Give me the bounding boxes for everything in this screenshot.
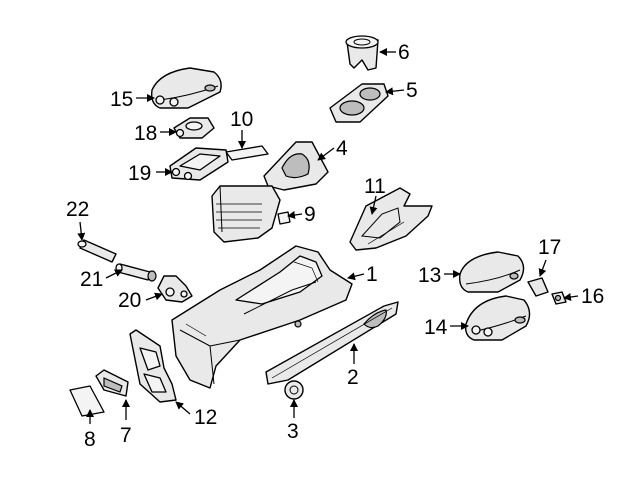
- part-20-latch-bracket: [157, 275, 193, 303]
- part-10-pad: [225, 145, 269, 161]
- part-21-pin: [115, 263, 157, 282]
- callout-20: 20: [118, 289, 141, 312]
- part-3-round-cap: [284, 380, 304, 400]
- callout-6: 6: [398, 41, 410, 64]
- callout-14: 14: [424, 316, 448, 339]
- leader-4: [317, 147, 335, 161]
- part-8-blank-plate: [69, 385, 105, 417]
- callout-16: 16: [581, 285, 604, 308]
- part-11-trim-panel: [349, 187, 433, 251]
- callout-11: 11: [364, 175, 386, 198]
- callout-13: 13: [418, 264, 441, 287]
- callout-4: 4: [336, 137, 348, 160]
- callout-21: 21: [80, 268, 103, 291]
- part-17-clip: [527, 277, 549, 297]
- part-6-cup-insert: [345, 35, 379, 71]
- callout-15: 15: [110, 88, 133, 111]
- part-1-console-housing: [171, 245, 353, 389]
- part-18-hinge-bracket: [173, 117, 215, 139]
- part-2-side-trim: [265, 301, 399, 385]
- callout-22: 22: [66, 198, 89, 221]
- leader-12: [175, 401, 191, 415]
- callout-1: 1: [366, 263, 378, 286]
- part-14-armrest-lower: [464, 295, 531, 341]
- callout-10: 10: [230, 108, 253, 131]
- leader-5: [385, 87, 405, 96]
- part-12-front-trim: [129, 329, 177, 403]
- callout-18: 18: [134, 122, 157, 145]
- leader-22: [77, 221, 86, 241]
- part-13-armrest: [458, 251, 525, 293]
- leader-lines: [77, 48, 579, 424]
- callout-7: 7: [120, 424, 132, 447]
- part-5-cup-holder-tray: [329, 83, 389, 123]
- callout-8: 8: [84, 428, 96, 451]
- leader-21: [105, 269, 123, 279]
- part-4-shifter-bezel: [263, 141, 329, 191]
- callout-19: 19: [128, 162, 151, 185]
- leader-1: [347, 272, 365, 281]
- part-16-fastener: [551, 291, 567, 305]
- part-7-small-panel: [95, 369, 129, 397]
- callout-3: 3: [287, 420, 299, 443]
- callout-2: 2: [347, 366, 359, 389]
- part-22-rod: [77, 239, 117, 263]
- leader-16: [563, 293, 579, 301]
- callout-labels: 1 2 3 4 5 6 7 8 9 10 11 12 13 14 15 16 1…: [66, 41, 604, 451]
- callout-12: 12: [194, 406, 217, 429]
- part-9-storage-bin: [211, 185, 291, 243]
- leader-17: [538, 259, 547, 277]
- part-19-storage-tray: [169, 147, 229, 181]
- leader-9: [287, 211, 303, 219]
- callout-5: 5: [406, 79, 418, 102]
- leader-11: [369, 195, 378, 215]
- part-15-armrest-lid: [150, 67, 222, 109]
- callout-17: 17: [538, 236, 561, 259]
- leader-20: [145, 292, 163, 301]
- callout-9: 9: [304, 203, 316, 226]
